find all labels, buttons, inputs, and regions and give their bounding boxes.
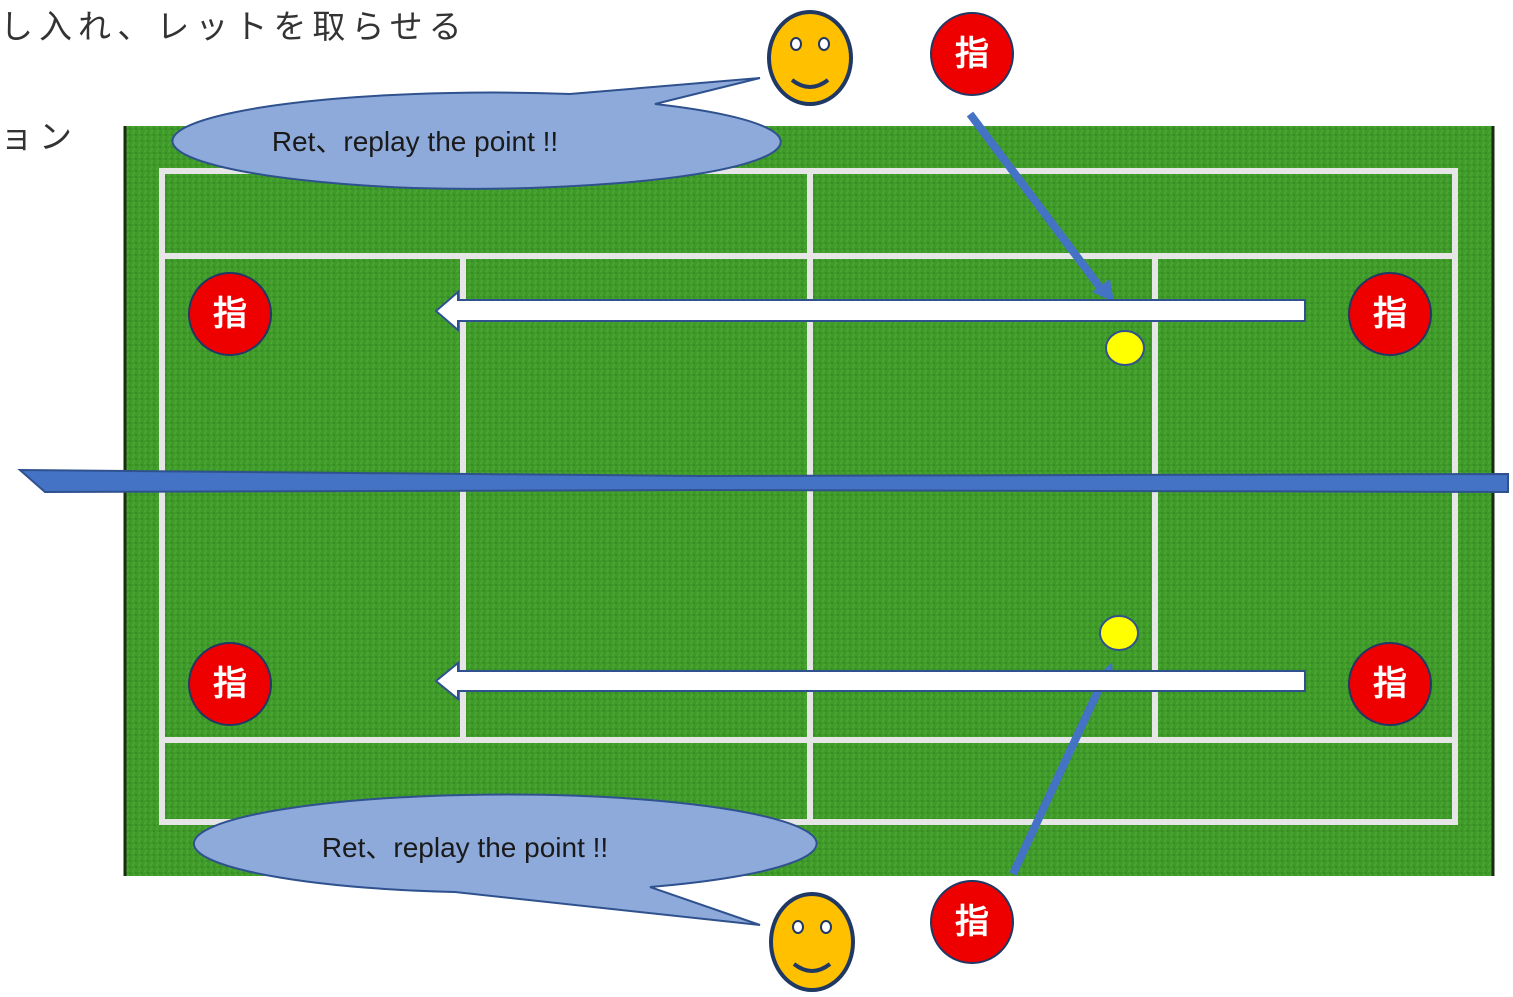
- smiley-bottom-icon: [771, 894, 853, 990]
- tennis-ball-bottom: [1100, 616, 1138, 650]
- smiley-top-icon: [769, 12, 851, 104]
- tennis-ball-top: [1106, 331, 1144, 365]
- umpire-badge-bottom-center: 指: [930, 880, 1014, 964]
- umpire-badge-right-top: 指: [1348, 272, 1432, 356]
- speech-bubble-top-text: Ret、replay the point !!: [200, 120, 630, 160]
- umpire-badge-left-top: 指: [188, 272, 272, 356]
- umpire-badge-left-bottom: 指: [188, 642, 272, 726]
- speech-bubble-bottom-text: Ret、replay the point !!: [250, 826, 680, 866]
- umpire-badge-right-bottom: 指: [1348, 642, 1432, 726]
- caption-top-line: し入れ、レットを取らせる: [0, 0, 468, 48]
- caption-second-line: ョン: [0, 110, 78, 158]
- umpire-badge-top-center: 指: [930, 12, 1014, 96]
